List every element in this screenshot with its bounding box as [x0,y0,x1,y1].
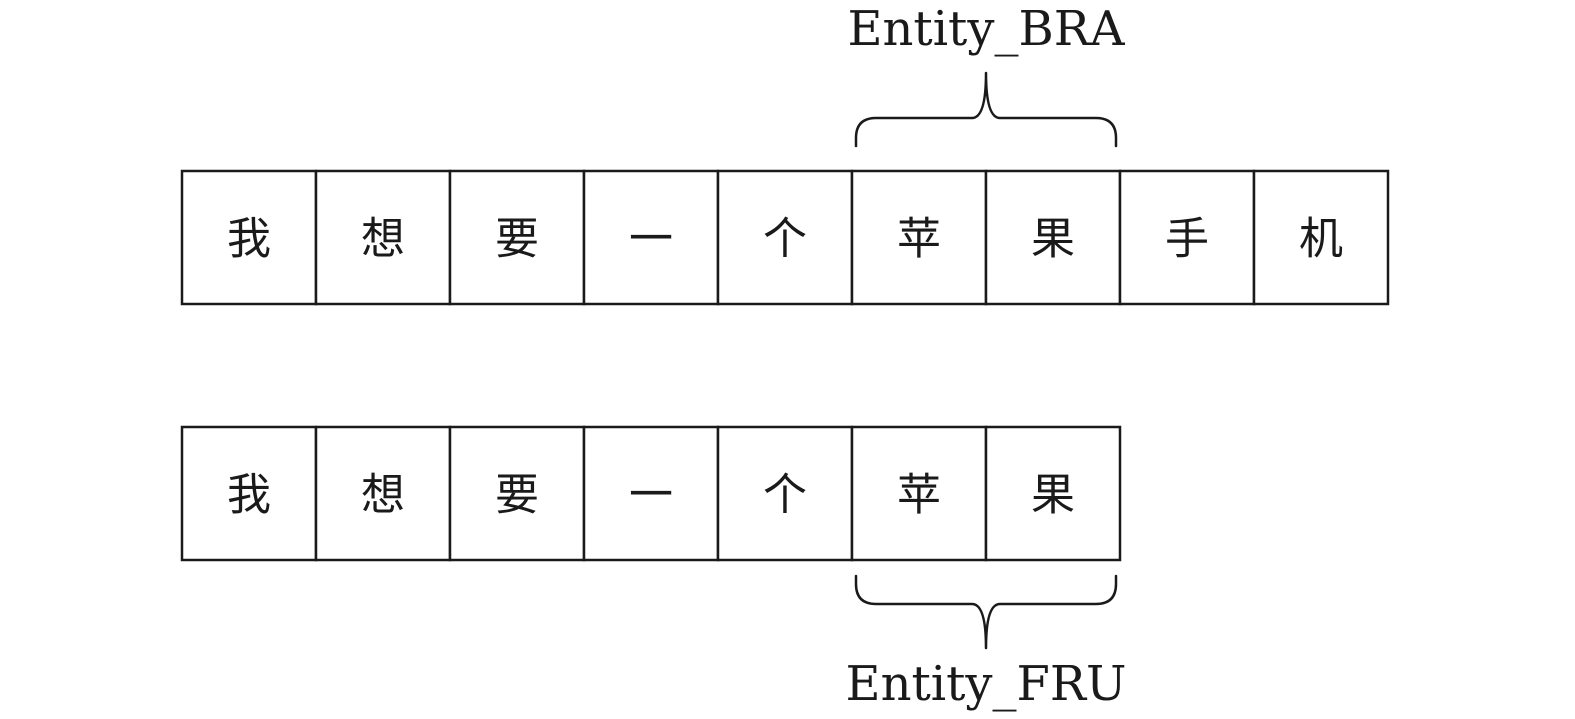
char-label: 手 [1165,214,1209,265]
char-label: 机 [1299,214,1343,265]
char-label: 要 [495,214,539,265]
char-label: 想 [361,470,405,521]
char-label: 要 [495,470,539,521]
char-cell [180,169,318,306]
char-cell [716,425,854,562]
char-cell [984,425,1122,562]
char-cell [984,169,1122,306]
char-cell [448,425,586,562]
char-cell [1118,169,1256,306]
char-cell [314,169,452,306]
char-label: 果 [1031,470,1075,521]
char-cell [716,169,854,306]
char-cell [180,425,318,562]
char-cell [582,425,720,562]
char-label: 一 [629,470,673,521]
char-label: 苹 [897,470,941,521]
char-cell [448,169,586,306]
entity-brace [854,574,1118,650]
sequence-row-brand: 我 想 要 一 个 苹 果 手 机 Entity_BRA [180,1,1390,306]
char-label: 想 [361,214,405,265]
entity-brace [854,71,1118,148]
char-label: 个 [763,470,807,521]
char-label: 我 [227,214,271,265]
sequence-row-fruit: 我 想 要 一 个 苹 果 Entity_FRU [180,425,1127,712]
char-cell [850,169,988,306]
char-label: 个 [763,214,807,265]
char-label: 果 [1031,214,1075,265]
char-label: 苹 [897,214,941,265]
entity-label: Entity_FRU [846,656,1127,712]
char-cell [1252,169,1390,306]
char-label: 我 [227,470,271,521]
entity-label: Entity_BRA [847,1,1125,57]
char-label: 一 [629,214,673,265]
